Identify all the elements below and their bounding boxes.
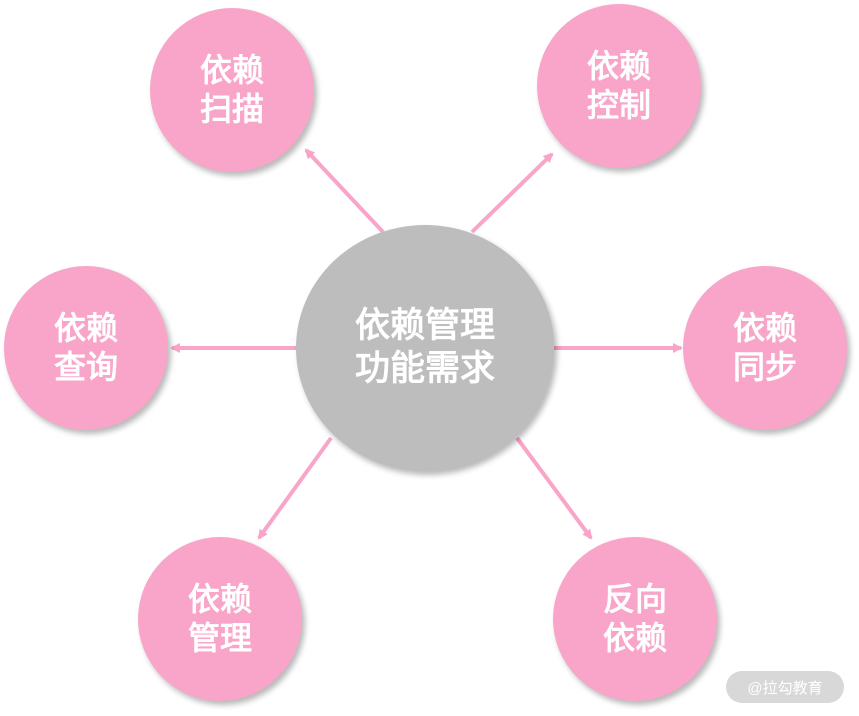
node-label-line1: 依赖 xyxy=(53,308,118,347)
center-node: 依赖管理 功能需求 xyxy=(296,225,554,471)
node-label-line2: 控制 xyxy=(586,86,651,124)
node-label-line1: 依赖 xyxy=(199,50,264,89)
watermark-badge: @拉勾教育 xyxy=(726,671,844,703)
arrow-to-scan xyxy=(304,148,385,234)
node-label-line2: 查询 xyxy=(53,348,118,386)
center-label-line1: 依赖管理 xyxy=(354,306,495,347)
node-reverse-dependency: 反向 依赖 xyxy=(553,537,717,701)
watermark-text: @拉勾教育 xyxy=(747,679,823,697)
node-label-line2: 管理 xyxy=(187,619,252,657)
arrow-to-reverse xyxy=(515,436,593,540)
node-label-line2: 同步 xyxy=(732,348,797,386)
arrow-to-control xyxy=(470,152,554,234)
node-dependency-sync: 依赖 同步 xyxy=(683,266,847,430)
node-label-line2: 扫描 xyxy=(199,90,264,128)
arrow-to-manage xyxy=(257,436,333,540)
node-dependency-manage: 依赖 管理 xyxy=(138,537,302,701)
node-label-line1: 依赖 xyxy=(187,579,252,618)
center-label-line2: 功能需求 xyxy=(354,349,495,389)
node-label-line1: 反向 xyxy=(602,579,667,618)
node-label-line2: 依赖 xyxy=(602,619,667,657)
node-dependency-scan: 依赖 扫描 xyxy=(150,8,314,172)
node-label-line1: 依赖 xyxy=(732,308,797,347)
node-dependency-query: 依赖 查询 xyxy=(4,266,168,430)
node-label-line1: 依赖 xyxy=(586,46,651,85)
node-dependency-control: 依赖 控制 xyxy=(537,4,701,168)
